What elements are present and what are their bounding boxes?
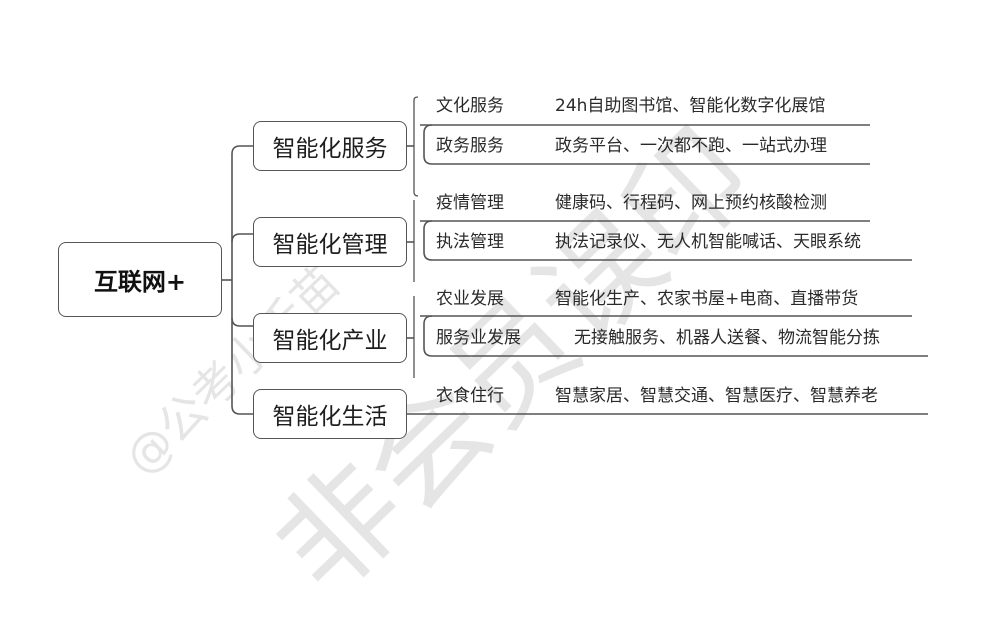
leaf-label: 农业发展 <box>436 289 504 309</box>
mind-map-canvas: @公考小禾苗 非会员误印 <box>58 96 928 621</box>
leaf-label: 政务服务 <box>436 136 504 156</box>
leaf-detail: 24h自助图书馆、智能化数字化展馆 <box>555 96 826 116</box>
leaf-detail: 健康码、行程码、网上预约核酸检测 <box>555 193 827 213</box>
leaf-label: 疫情管理 <box>436 193 504 213</box>
leaf-label: 文化服务 <box>436 96 504 116</box>
leaf-detail: 政务平台、一次都不跑、一站式办理 <box>555 136 827 156</box>
leaf-label: 衣食住行 <box>436 386 504 406</box>
branch-label: 智能化产业 <box>272 328 388 354</box>
branch-node-smart-industry[interactable]: 智能化产业 <box>253 313 407 363</box>
root-label: 互联网+ <box>93 268 187 296</box>
branch-label: 智能化管理 <box>272 232 388 258</box>
branch-label: 智能化服务 <box>272 136 388 162</box>
branch-label: 智能化生活 <box>272 404 388 430</box>
root-node[interactable]: 互联网+ <box>58 242 222 317</box>
branch-node-smart-services[interactable]: 智能化服务 <box>253 121 407 171</box>
leaf-label: 执法管理 <box>436 232 504 252</box>
branch-node-smart-management[interactable]: 智能化管理 <box>253 217 407 267</box>
leaf-detail: 执法记录仪、无人机智能喊话、天眼系统 <box>555 232 861 252</box>
leaf-detail: 智能化生产、农家书屋+电商、直播带货 <box>555 289 859 309</box>
leaf-detail: 无接触服务、机器人送餐、物流智能分拣 <box>574 328 880 348</box>
leaf-detail: 智慧家居、智慧交通、智慧医疗、智慧养老 <box>555 386 878 406</box>
branch-node-smart-living[interactable]: 智能化生活 <box>253 389 407 439</box>
leaf-label: 服务业发展 <box>436 328 521 348</box>
